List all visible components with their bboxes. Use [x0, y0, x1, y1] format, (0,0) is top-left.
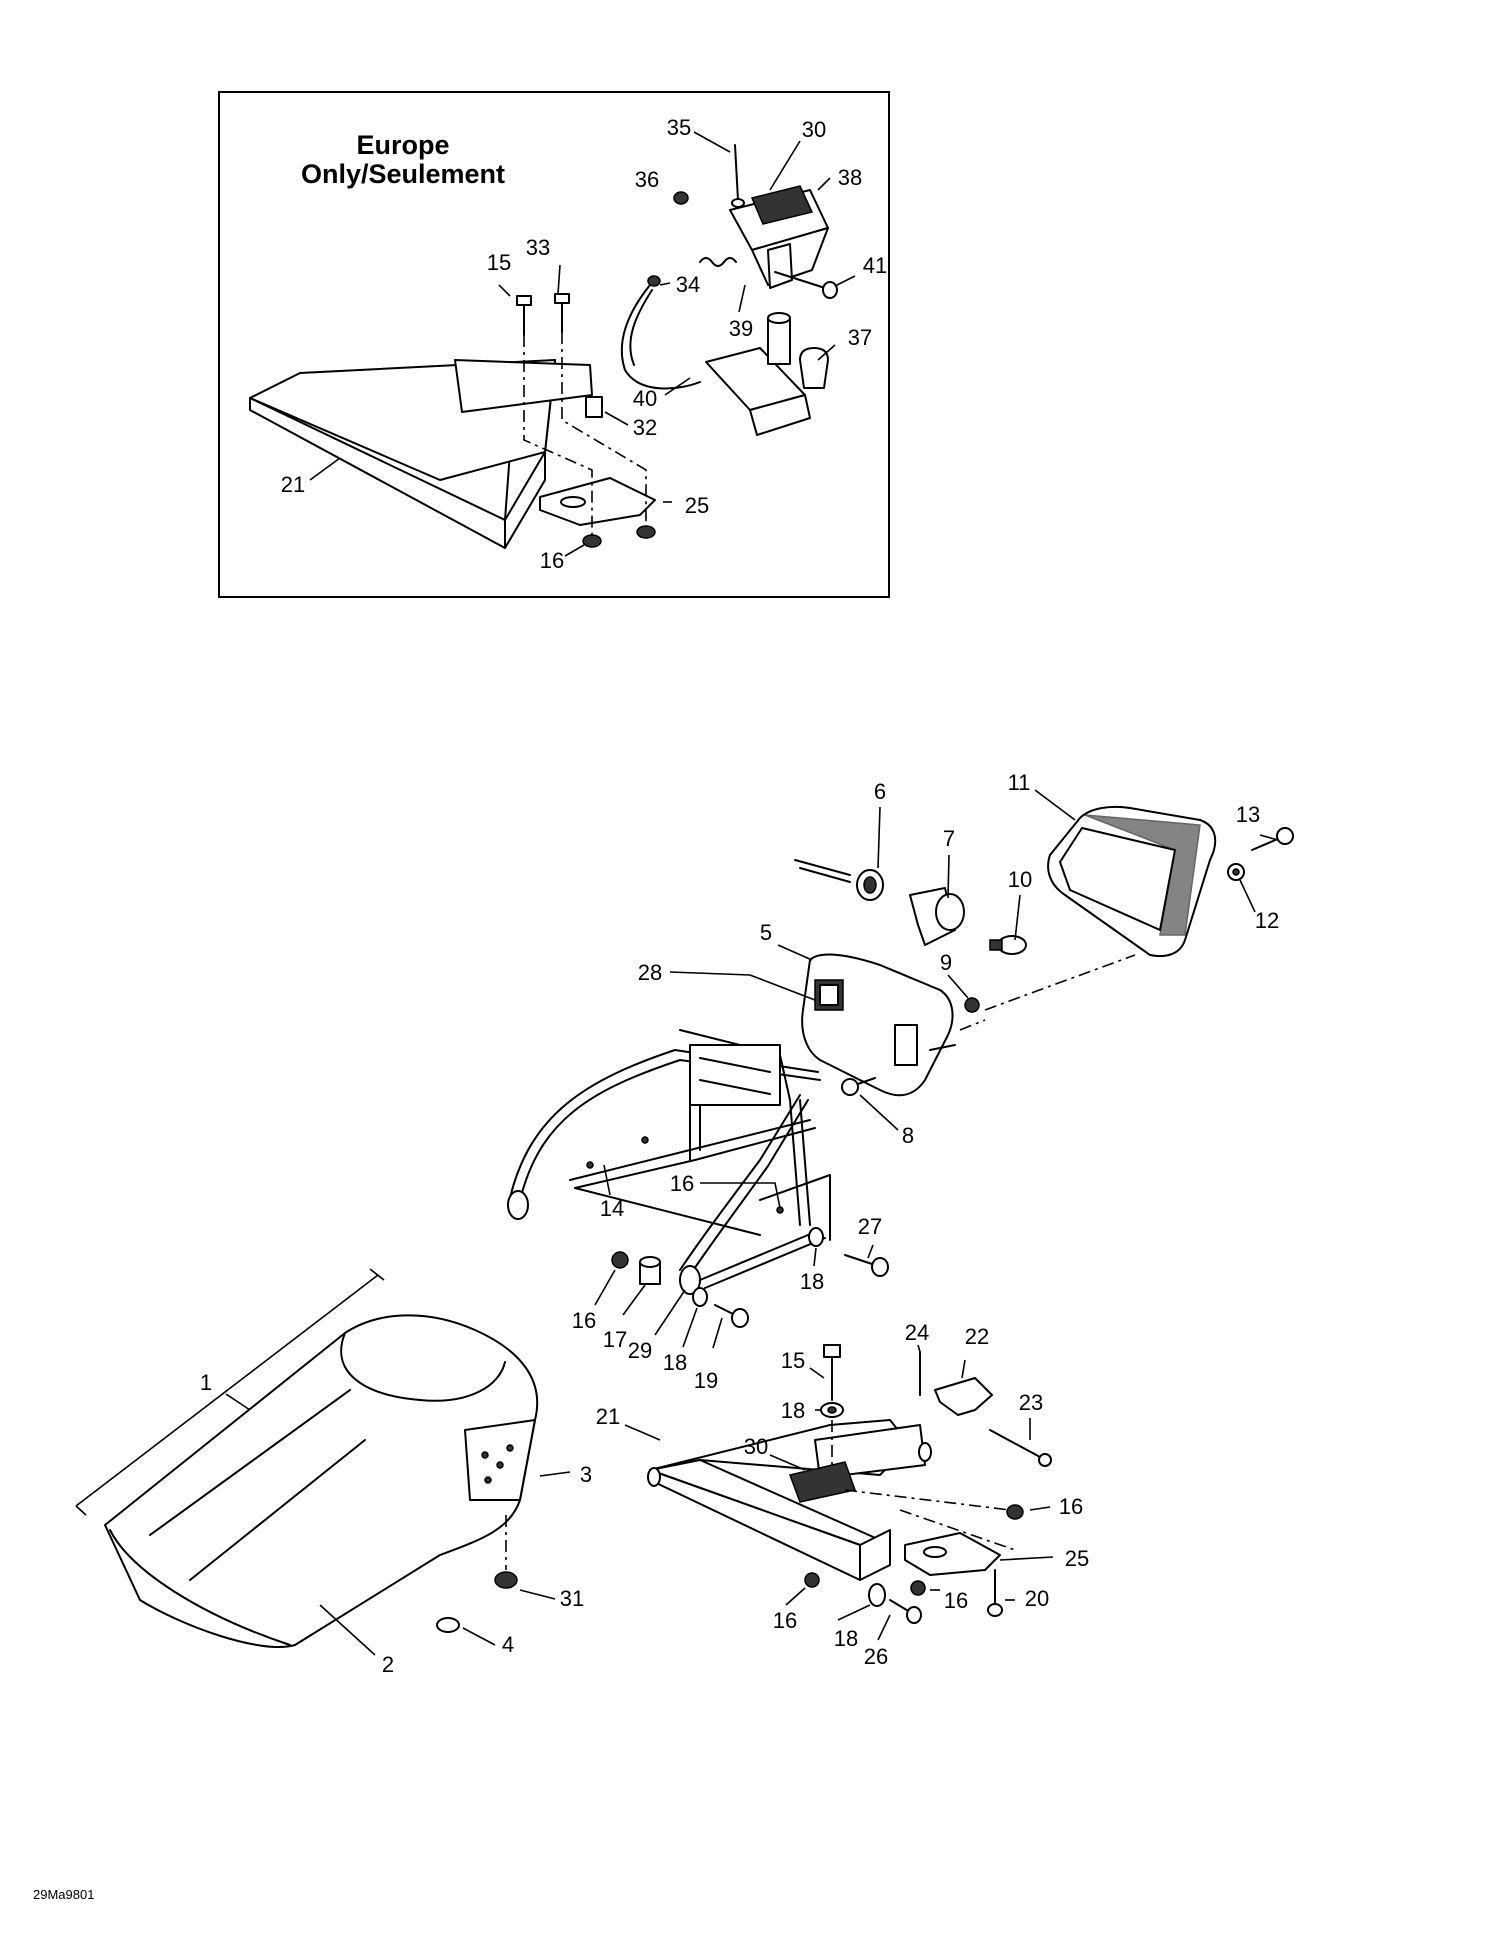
callout-label: 16 — [773, 1608, 797, 1633]
callout-label: 31 — [560, 1586, 584, 1611]
callout-label: 37 — [848, 325, 872, 350]
rack-bolt-27 — [844, 1254, 876, 1266]
inset-lanyard — [620, 284, 701, 390]
callout-label: 30 — [802, 117, 826, 142]
callout-label: 14 — [600, 1196, 624, 1221]
inset-base-plate — [705, 312, 829, 436]
rack-frame — [507, 1029, 831, 1295]
callout-label: 9 — [940, 950, 952, 975]
callout-label: 16 — [572, 1308, 596, 1333]
inset-heading-line1: Europe — [356, 130, 449, 160]
callout-label: 16 — [944, 1588, 968, 1613]
callout-label: 16 — [540, 548, 564, 573]
callout-label: 29 — [628, 1338, 652, 1363]
callout-label: 34 — [676, 272, 700, 297]
callout-label: 33 — [526, 235, 550, 260]
drawing-code: 29Ma9801 — [33, 1887, 94, 1902]
inset-heading-line2: Only/Seulement — [301, 159, 505, 189]
callout-label: 2 — [382, 1652, 394, 1677]
seat-grommet — [494, 1571, 518, 1589]
callout-label: 20 — [1025, 1586, 1049, 1611]
main-assembly — [75, 789, 1294, 1656]
bulb-socket — [794, 859, 884, 901]
inset-spacer — [585, 396, 603, 418]
callout-label: 35 — [667, 115, 691, 140]
inset-callout-labels: 35 30 36 38 15 33 34 41 39 37 40 32 21 2… — [281, 115, 887, 573]
nut-16b — [1006, 1504, 1024, 1520]
callout-label: 38 — [838, 165, 862, 190]
inset-side-plate-slot — [560, 496, 586, 508]
callout-label: 32 — [633, 415, 657, 440]
callout-label: 13 — [1236, 802, 1260, 827]
inset-screw — [774, 271, 826, 289]
inset-long-bracket — [249, 359, 593, 549]
inset-washer — [647, 275, 661, 287]
callout-label: 4 — [502, 1632, 514, 1657]
callout-label: 7 — [943, 826, 955, 851]
inset-lock-pin — [734, 144, 739, 201]
callout-label: 25 — [685, 493, 709, 518]
inset-nut — [582, 534, 602, 548]
rack-nut-16a — [611, 1251, 629, 1269]
callout-label: 27 — [858, 1214, 882, 1239]
callout-label: 5 — [760, 920, 772, 945]
callout-label: 28 — [638, 960, 662, 985]
rack-bolt-19 — [714, 1304, 736, 1316]
nut-9 — [964, 997, 980, 1013]
lower-long-bracket — [647, 1419, 932, 1581]
nut-16d — [804, 1572, 820, 1588]
callout-label: 39 — [729, 316, 753, 341]
rod-23 — [989, 1429, 1041, 1458]
inset-lock-bracket — [729, 185, 829, 289]
rack-washer-18a — [808, 1227, 824, 1247]
inset-bolts — [516, 293, 570, 336]
callout-label: 12 — [1255, 908, 1279, 933]
inset-spring — [699, 257, 737, 267]
callout-label: 18 — [781, 1398, 805, 1423]
callout-label: 1 — [200, 1370, 212, 1395]
inset-side-plate — [539, 477, 656, 526]
callout-label: 21 — [596, 1404, 620, 1429]
rack-washer-18b — [692, 1287, 708, 1307]
callout-label: 11 — [1008, 770, 1031, 795]
callout-label: 18 — [834, 1626, 858, 1651]
callout-label: 23 — [1019, 1390, 1043, 1415]
callout-label: 21 — [281, 472, 305, 497]
tail-light-lens — [1047, 805, 1217, 958]
callout-label: 25 — [1065, 1546, 1089, 1571]
callout-label: 16 — [1059, 1494, 1083, 1519]
callout-label: 17 — [603, 1327, 627, 1352]
washer-18d — [868, 1583, 886, 1607]
callout-label: 22 — [965, 1324, 989, 1349]
light-base — [801, 953, 956, 1097]
nut-16c — [910, 1580, 926, 1596]
callout-label: 18 — [800, 1269, 824, 1294]
seat-cushion — [104, 1314, 539, 1648]
callout-label: 15 — [487, 250, 511, 275]
callout-label: 16 — [670, 1171, 694, 1196]
callout-label: 10 — [1008, 867, 1032, 892]
inset-nut-36 — [673, 191, 689, 205]
callout-label: 40 — [633, 386, 657, 411]
callout-label: 41 — [863, 253, 887, 278]
callout-label: 8 — [902, 1123, 914, 1148]
seat-nut — [436, 1617, 460, 1633]
callout-label: 30 — [744, 1434, 768, 1459]
callout-label: 24 — [905, 1320, 929, 1345]
main-callout-labels: 6 11 13 7 10 12 5 28 9 8 16 14 27 16 18 … — [200, 770, 1279, 1677]
callout-label: 3 — [580, 1462, 592, 1487]
callout-label: 6 — [874, 779, 886, 804]
screw-26 — [889, 1599, 911, 1613]
inset-frame — [218, 91, 890, 598]
callout-label: 15 — [781, 1348, 805, 1373]
inset-nut — [636, 525, 656, 539]
callout-label: 36 — [635, 167, 659, 192]
callout-label: 26 — [864, 1644, 888, 1669]
callout-label: 19 — [694, 1368, 718, 1393]
hinge-22 — [934, 1377, 993, 1416]
callout-label: 18 — [663, 1350, 687, 1375]
lower-side-plate — [904, 1532, 1001, 1576]
europe-inset: Europe Only/Seulement — [218, 91, 890, 598]
